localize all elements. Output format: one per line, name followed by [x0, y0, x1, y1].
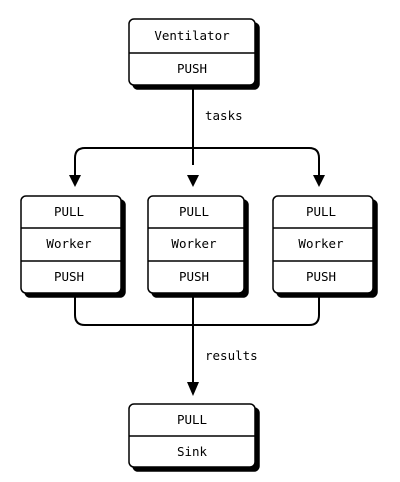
sink-node: PULL Sink [128, 403, 260, 472]
worker-node-1: PULL Worker PUSH [20, 195, 126, 298]
sink-title: Sink [177, 444, 208, 459]
results-label: results [205, 348, 258, 363]
worker-3-pull-socket: PULL [306, 204, 336, 219]
sink-pull-socket: PULL [177, 412, 207, 427]
worker-1-title: Worker [46, 236, 92, 251]
tasks-connector: tasks [69, 85, 325, 187]
worker-3-push-socket: PUSH [306, 269, 336, 284]
worker-3-title: Worker [298, 236, 344, 251]
worker-1-pull-socket: PULL [54, 204, 84, 219]
worker-2-pull-socket: PULL [179, 204, 209, 219]
results-connector: results [74, 293, 320, 396]
ventilator-node: Ventilator PUSH [128, 18, 260, 90]
worker-2-title: Worker [171, 236, 217, 251]
tasks-label: tasks [205, 108, 243, 123]
ventilator-push-socket: PUSH [177, 61, 207, 76]
worker-1-push-socket: PUSH [54, 269, 84, 284]
tasks-fanout-line [74, 147, 320, 175]
tasks-arrowhead-1 [69, 175, 81, 187]
worker-node-3: PULL Worker PUSH [272, 195, 378, 298]
tasks-arrowhead-3 [313, 175, 325, 187]
worker-2-push-socket: PUSH [179, 269, 209, 284]
tasks-arrowhead-2 [187, 175, 199, 187]
worker-node-2: PULL Worker PUSH [147, 195, 249, 298]
ventilator-title: Ventilator [154, 28, 230, 43]
results-fanin-line [74, 293, 320, 326]
results-arrowhead [187, 382, 199, 396]
